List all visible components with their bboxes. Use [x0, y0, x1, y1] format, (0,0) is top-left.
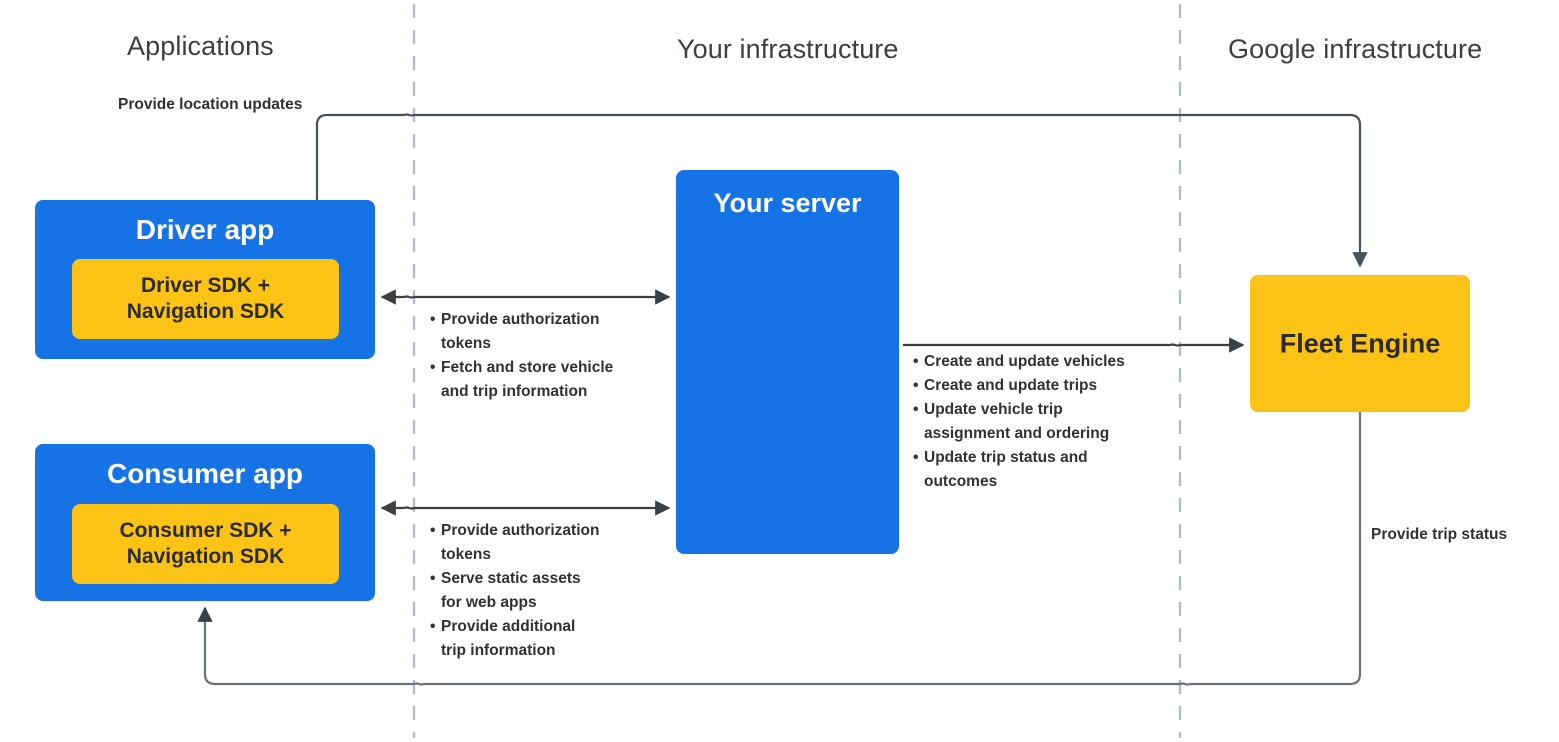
node-consumer-sdk-label: Consumer SDK + Navigation SDK [119, 518, 292, 568]
node-fleet-engine-title: Fleet Engine [1279, 328, 1441, 358]
edge-label-item: Update vehicle trip assignment and order… [913, 398, 1125, 446]
wire-consumer-server [380, 500, 671, 516]
node-consumer-app[interactable]: Consumer app Consumer SDK + Navigation S… [35, 444, 375, 601]
edge-label-item: Provide additional trip information [430, 615, 599, 663]
node-driver-app[interactable]: Driver app Driver SDK + Navigation SDK [35, 200, 375, 359]
edge-label-driver-to-server-list: Provide authorization tokensFetch and st… [430, 308, 613, 404]
edge-label-item: Serve static assets for web apps [430, 567, 599, 615]
node-driver-sdk[interactable]: Driver SDK + Navigation SDK [72, 259, 339, 339]
edge-label-item: Provide authorization tokens [430, 308, 613, 356]
column-heading-your-infrastructure: Your infrastructure [677, 34, 899, 64]
edge-label-consumer-to-server-list: Provide authorization tokensServe static… [430, 519, 599, 663]
edge-label-provide-trip-status: Provide trip status [1371, 526, 1508, 543]
edge-label-consumer-to-server: Provide authorization tokensServe static… [430, 519, 599, 663]
node-your-server[interactable]: Your server [676, 170, 899, 554]
node-fleet-engine[interactable]: Fleet Engine [1250, 275, 1470, 412]
wire-server-fleet [903, 337, 1245, 353]
edge-label-server-to-fleet: Create and update vehiclesCreate and upd… [913, 350, 1125, 494]
column-heading-google-infrastructure: Google infrastructure [1228, 34, 1483, 64]
edge-label-item: Update trip status and outcomes [913, 446, 1125, 494]
node-driver-sdk-label: Driver SDK + Navigation SDK [126, 273, 285, 323]
wire-driver-server [380, 289, 671, 305]
node-consumer-app-title: Consumer app [106, 458, 304, 489]
edge-label-item: Create and update trips [913, 374, 1125, 398]
column-heading-applications: Applications [127, 31, 274, 61]
edge-label-server-to-fleet-list: Create and update vehiclesCreate and upd… [913, 350, 1125, 494]
edge-label-item: Fetch and store vehicle and trip informa… [430, 356, 613, 404]
edge-label-item: Create and update vehicles [913, 350, 1125, 374]
edge-label-provide-location-updates: Provide location updates [118, 96, 303, 113]
node-driver-app-title: Driver app [135, 214, 275, 245]
edge-label-driver-to-server: Provide authorization tokensFetch and st… [430, 308, 613, 404]
edge-label-item: Provide authorization tokens [430, 519, 599, 567]
node-your-server-title: Your server [713, 188, 862, 218]
node-consumer-sdk[interactable]: Consumer SDK + Navigation SDK [72, 504, 339, 584]
